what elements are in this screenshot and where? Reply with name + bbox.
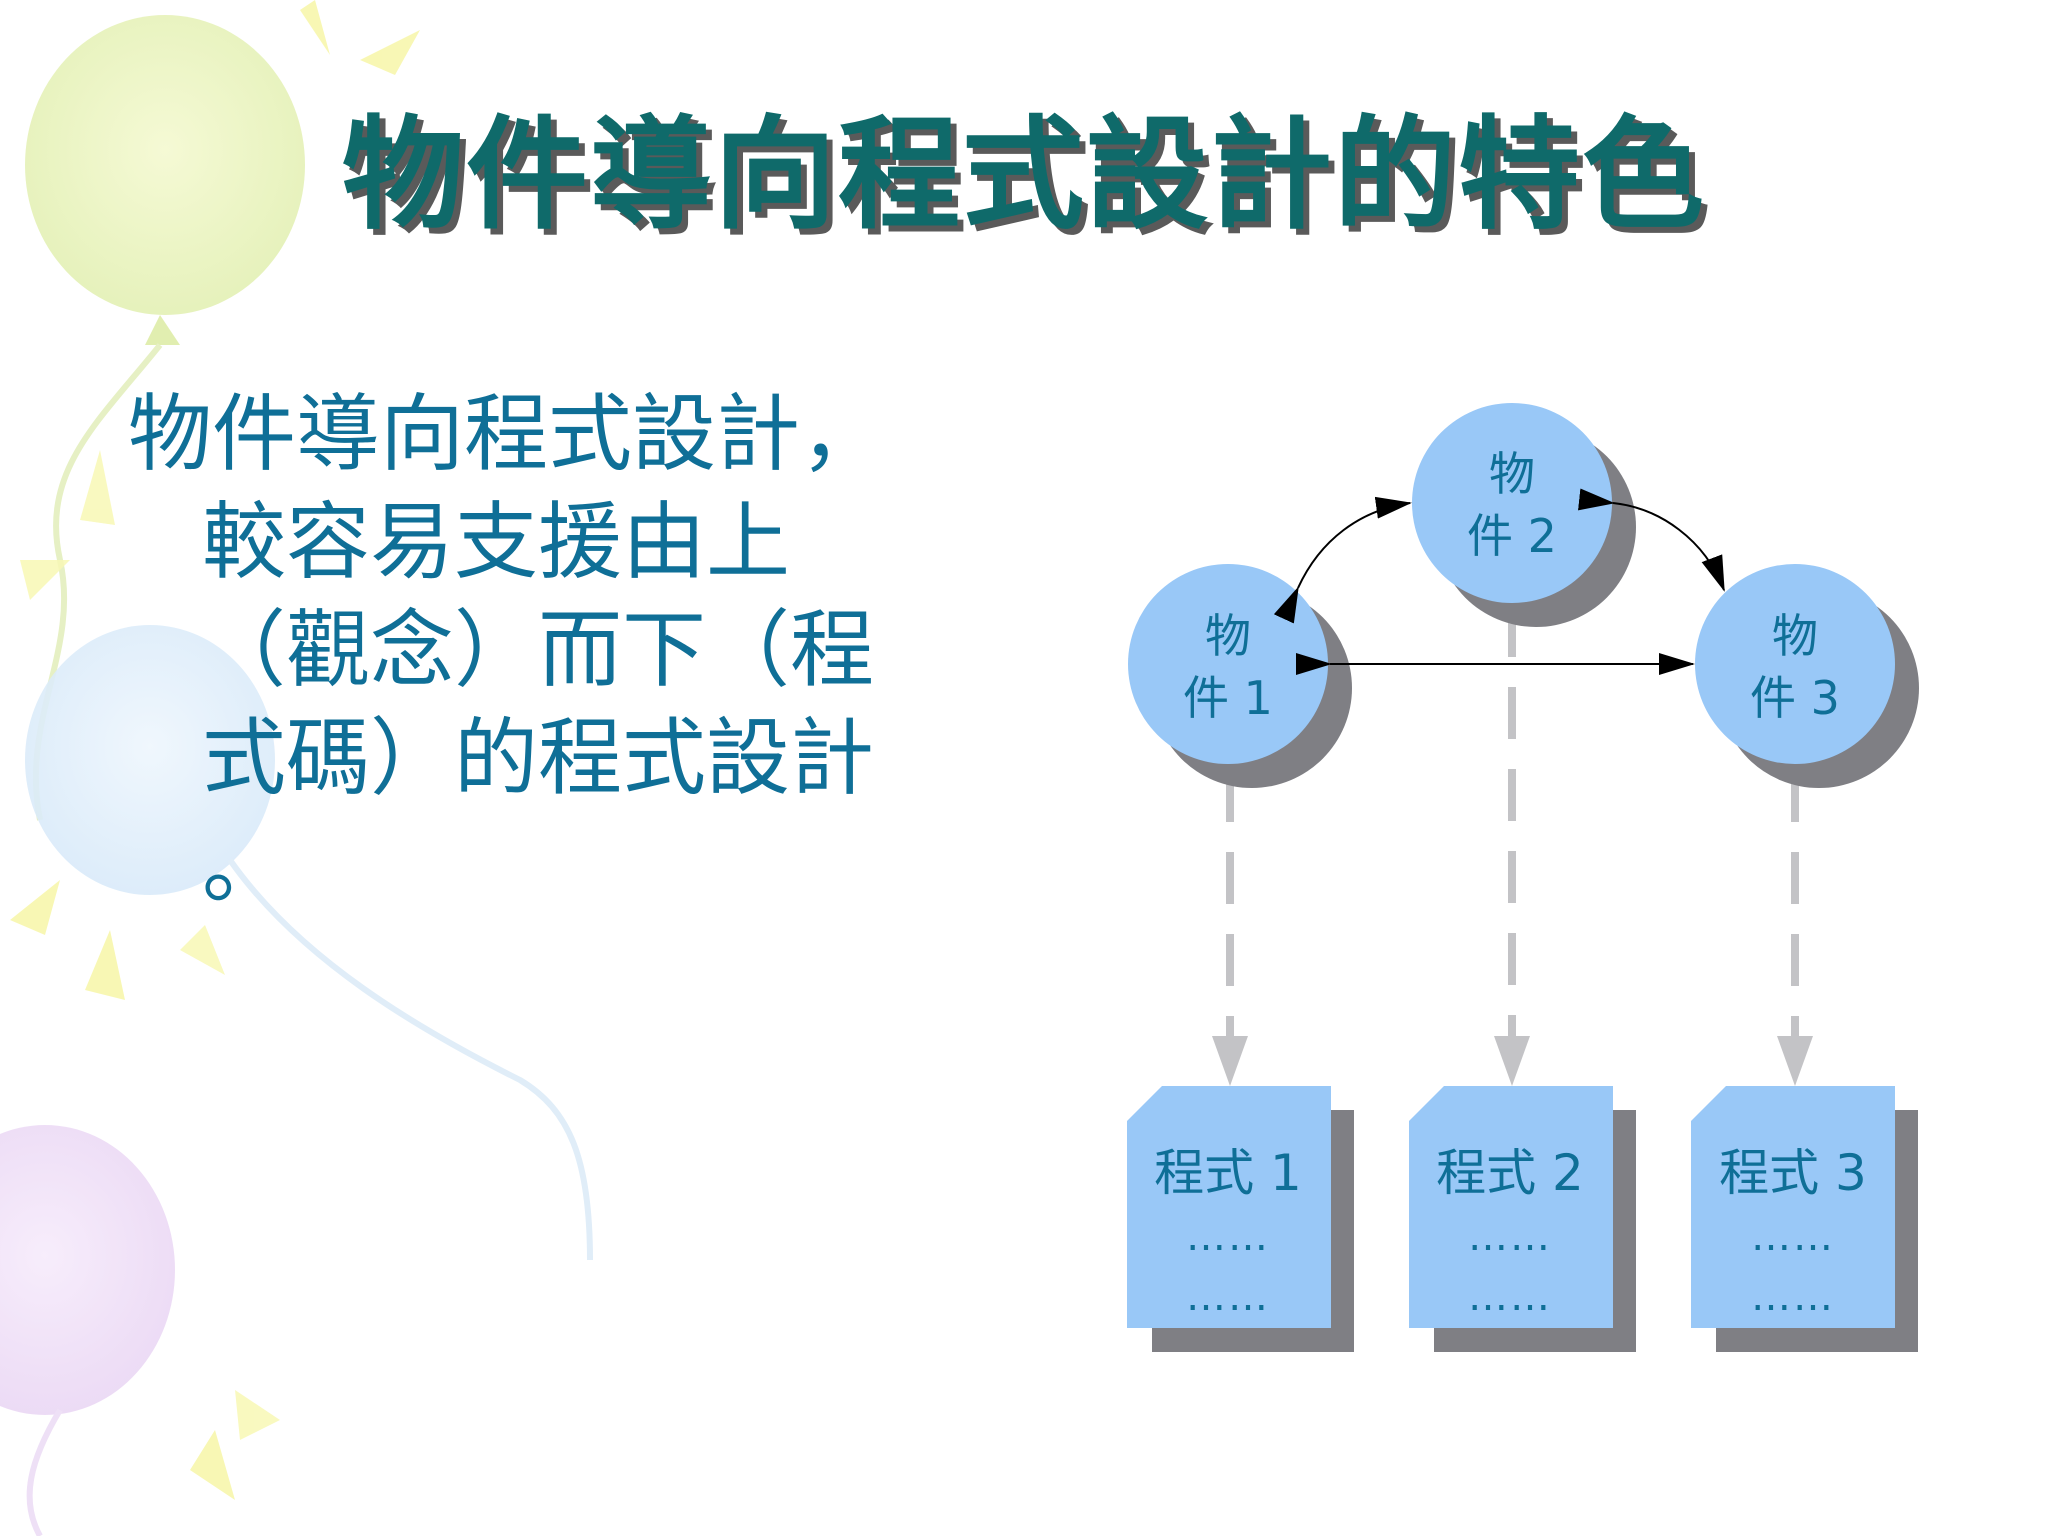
object-node-3-line2: 件 3: [1750, 671, 1840, 725]
program-doc-2-label: 程式 2: [1436, 1144, 1584, 1202]
program-doc-1-label: 程式 1: [1154, 1144, 1302, 1202]
arrow-object2-object3: [1578, 488, 1725, 592]
body-line-5: 。: [202, 817, 287, 915]
arrow-object1-object2: [1273, 496, 1412, 624]
body-line-2: 較容易支援由上: [202, 493, 791, 591]
object-node-2-line2: 件 2: [1467, 509, 1557, 563]
object-node-1-line1: 物: [1205, 609, 1251, 663]
object-node-1-line2: 件 1: [1183, 671, 1273, 725]
program-doc-3-dots2: ……: [1751, 1274, 1835, 1320]
program-doc-3: 程式 3 …… ……: [1691, 1086, 1918, 1352]
blue-balloon-icon: [25, 625, 275, 895]
program-doc-2-dots2: ……: [1468, 1274, 1552, 1320]
connector-arrowhead-3: [1777, 1036, 1813, 1086]
connector-arrowhead-1: [1212, 1036, 1248, 1086]
object-node-2: 物 件 2: [1412, 403, 1636, 627]
object-node-3-line1: 物: [1772, 609, 1818, 663]
program-doc-2-dots1: ……: [1468, 1214, 1552, 1260]
sparkle-rays-icon: [10, 0, 420, 1500]
program-doc-1-dots1: ……: [1186, 1214, 1270, 1260]
object-node-2-line1: 物: [1489, 447, 1535, 501]
program-doc-2: 程式 2 …… ……: [1409, 1086, 1636, 1352]
object-node-3: 物 件 3: [1695, 564, 1919, 788]
purple-balloon-icon: [0, 1125, 175, 1415]
program-doc-1: 程式 1 …… ……: [1127, 1086, 1354, 1352]
body-line-4: 式碼）的程式設計: [202, 709, 875, 807]
yellow-balloon-icon: [25, 15, 305, 315]
body-line-1: 物件導向程式設計，: [128, 385, 885, 483]
connector-arrowhead-2: [1494, 1036, 1530, 1086]
slide-body-text: 物件導向程式設計， 較容易支援由上 （觀念）而下（程 式碼）的程式設計 。: [128, 380, 958, 920]
program-doc-3-label: 程式 3: [1719, 1144, 1867, 1202]
object-node-1: 物 件 1: [1128, 564, 1352, 788]
program-doc-1-dots2: ……: [1186, 1274, 1270, 1320]
body-line-3: （觀念）而下（程: [202, 601, 875, 699]
slide-title: 物件導向程式設計的特色: [342, 104, 1706, 246]
program-doc-3-dots1: ……: [1751, 1214, 1835, 1260]
